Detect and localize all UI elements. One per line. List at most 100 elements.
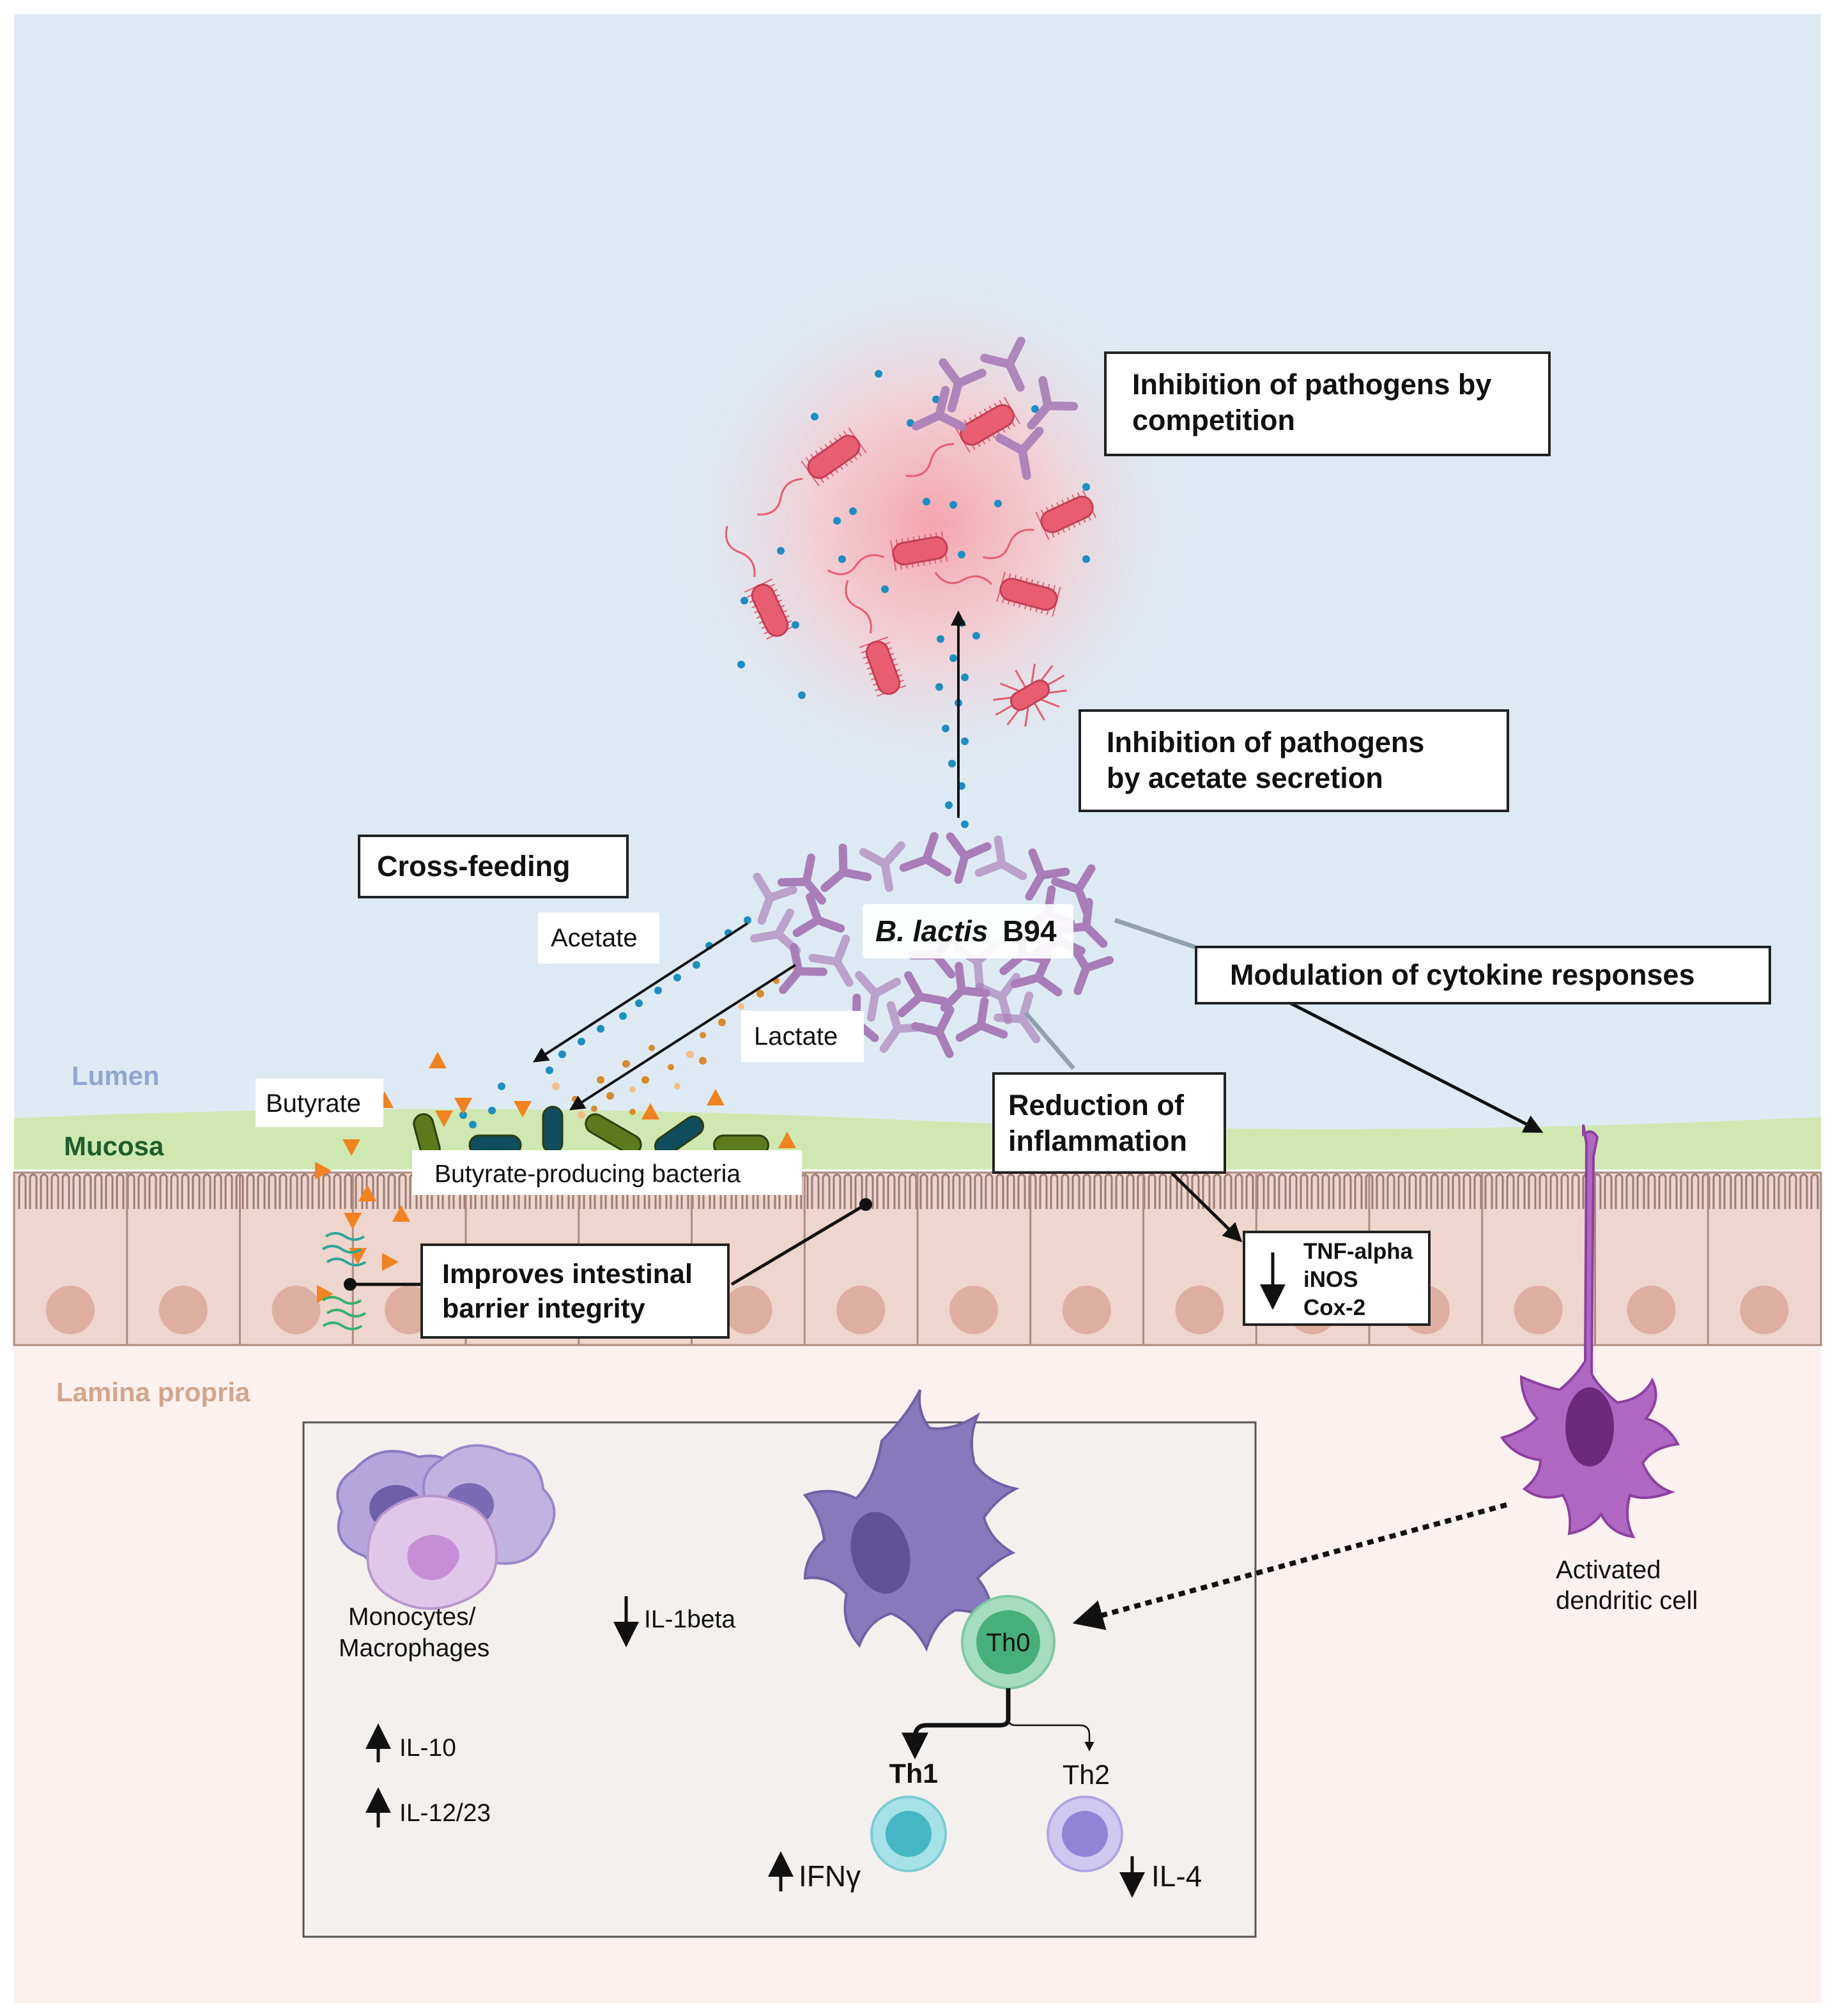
- acetate-molecule: [744, 916, 751, 924]
- butyrate-bacterium: [542, 1105, 564, 1154]
- lactate-molecule: [629, 1086, 636, 1093]
- acetate-molecule: [972, 632, 980, 640]
- bifidobacterium: [1027, 376, 1079, 430]
- butyrate-molecule: [514, 1101, 532, 1118]
- acetate-molecule: [737, 661, 745, 668]
- bifidobacterium: [974, 835, 1027, 881]
- butyrate-molecule: [778, 1132, 796, 1148]
- acetate-arrow: [532, 922, 749, 1063]
- svg-text:Inhibition of pathogens by: Inhibition of pathogens by: [1132, 368, 1491, 401]
- lactate-molecule: [686, 1050, 694, 1058]
- acetate-molecule: [635, 999, 643, 1007]
- butyrate-label: Butyrate: [256, 1079, 383, 1127]
- bifidobacterium: [808, 934, 854, 987]
- dendritic-cell-label: dendritic cell: [1556, 1587, 1698, 1615]
- barrier-connector-right: [730, 1203, 867, 1286]
- pathogen-bacterium: [934, 571, 1061, 617]
- pathogen-bacterium: [756, 427, 867, 516]
- svg-text:Acetate: Acetate: [551, 924, 638, 952]
- svg-text:Reduction of: Reduction of: [1008, 1089, 1185, 1121]
- acetate-molecule: [488, 1107, 496, 1114]
- acetate-molecule: [937, 635, 944, 643]
- barrier-box: Improves intestinal barrier integrity: [420, 1243, 730, 1339]
- acetate-label: Acetate: [538, 912, 659, 964]
- cytokine-arrow: [1283, 998, 1544, 1133]
- epithelial-nucleus: [272, 1286, 321, 1334]
- th1-label: Th1: [889, 1758, 938, 1789]
- activated-label: Activated: [1556, 1556, 1661, 1584]
- cytokine-connector: [1114, 918, 1196, 950]
- bifidobacteria-cluster: [750, 337, 1114, 1058]
- butyrate-molecule: [435, 1111, 453, 1127]
- svg-text:Modulation of cytokine respons: Modulation of cytokine responses: [1230, 958, 1695, 991]
- bifidobacterium: [820, 843, 872, 892]
- acetate-molecule: [693, 961, 700, 969]
- inflammation-connector: [1024, 1011, 1075, 1070]
- lactate-molecule: [674, 1083, 680, 1089]
- bifidobacterium: [912, 385, 967, 431]
- acetate-molecule: [654, 987, 662, 994]
- acetate-molecule: [792, 621, 799, 629]
- acetate-molecule: [961, 820, 969, 828]
- acetate-molecule: [942, 725, 949, 732]
- acetate-molecule: [948, 760, 956, 767]
- lactate-molecule: [699, 1057, 707, 1065]
- acetate-molecule: [838, 555, 846, 563]
- epithelium: [13, 1171, 1822, 1346]
- lamina-propria-label: Lamina propria: [56, 1377, 250, 1407]
- th0-cell: Th0: [961, 1595, 1056, 1689]
- spiky-pathogen: [993, 663, 1067, 727]
- acetate-molecule: [578, 1038, 585, 1045]
- lactate-label: Lactate: [741, 1011, 864, 1062]
- monocytes-label: Monocytes/: [348, 1603, 476, 1631]
- butyrate-molecule: [707, 1089, 725, 1105]
- acetate-secretion-box: Inhibition of pathogens by acetate secre…: [1079, 709, 1509, 812]
- epithelial-nucleus: [46, 1286, 95, 1334]
- markers-box: TNF-alpha iNOS Cox-2: [1243, 1231, 1431, 1326]
- acetate-molecule: [597, 1025, 604, 1033]
- epithelial-nucleus: [723, 1286, 772, 1334]
- pathogen-inhibition-glow: [658, 249, 1208, 799]
- acetate-molecule: [875, 370, 882, 378]
- mucosa-label: Mucosa: [64, 1131, 164, 1161]
- acetate-molecule: [619, 1012, 627, 1020]
- butyrate-molecule: [382, 1253, 399, 1271]
- acetate-molecule: [961, 673, 969, 681]
- epithelial-nucleus: [1514, 1286, 1563, 1334]
- acetate-molecule: [935, 683, 943, 691]
- ifn-gamma-label: IFNγ: [799, 1859, 861, 1893]
- acetate-molecule: [741, 597, 748, 604]
- th1-cell: [870, 1796, 947, 1872]
- bifidobacterium: [939, 358, 987, 413]
- bifidobacterium: [911, 1006, 955, 1058]
- acetate-molecule: [811, 413, 818, 420]
- bifidobacterium: [792, 893, 845, 937]
- acetate-molecule: [459, 1111, 467, 1119]
- macrophages-label: Macrophages: [339, 1635, 489, 1662]
- acetate-molecule: [498, 1082, 505, 1090]
- bifidobacterium: [1025, 848, 1070, 901]
- pathogen-bacterium: [983, 489, 1096, 560]
- bifidobacterium: [994, 991, 1041, 1043]
- lactate-molecule: [622, 1060, 630, 1068]
- th2-label: Th2: [1063, 1760, 1110, 1790]
- pathogen-bacterium: [725, 526, 795, 640]
- acetate-molecule: [798, 691, 806, 699]
- bifidobacterium: [753, 872, 797, 925]
- svg-text:competition: competition: [1132, 404, 1295, 436]
- lactate-molecule: [578, 1111, 585, 1119]
- bifidobacterium: [955, 997, 1008, 1042]
- acetate-molecule: [673, 974, 681, 981]
- bifidobacterium: [855, 971, 902, 1022]
- epithelial-nucleus: [1062, 1286, 1111, 1334]
- butyrate-molecule: [342, 1139, 360, 1156]
- butyrate-bacteria-label: Butyrate-producing bacteria: [412, 1150, 802, 1195]
- il12-label: IL-12/23: [399, 1799, 491, 1827]
- svg-text:inflammation: inflammation: [1008, 1125, 1187, 1157]
- acetate-molecule: [833, 517, 841, 525]
- svg-text:B. lactis B94: B. lactis B94: [875, 914, 1057, 948]
- tight-junction-dot: [344, 1278, 357, 1291]
- lactate-molecule: [649, 1045, 655, 1051]
